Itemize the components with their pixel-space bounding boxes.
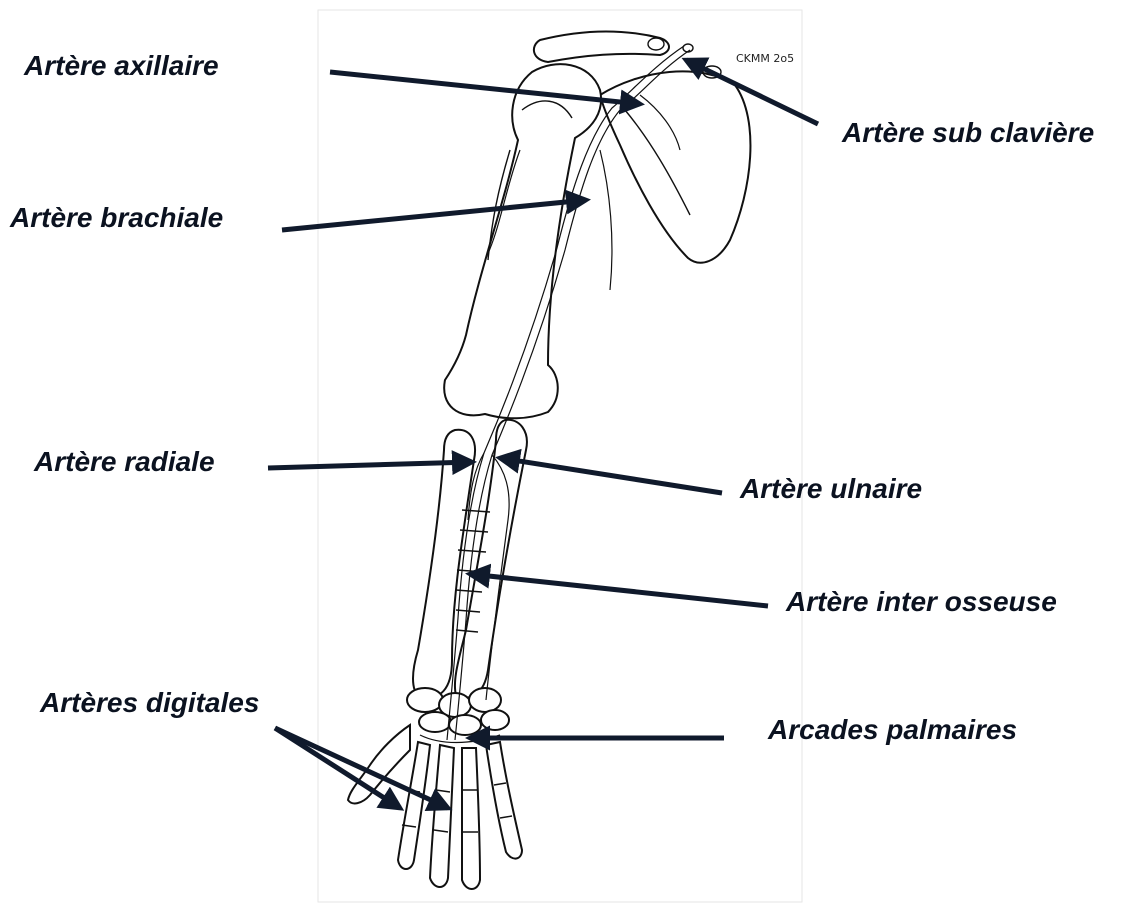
label-artere-sub-claviere: Artère sub clavière [842, 117, 1094, 149]
artist-signature: CKMM 2o5 [736, 52, 794, 65]
label-arteres-digitales: Artères digitales [40, 687, 259, 719]
label-arcades-palmaires: Arcades palmaires [768, 714, 1017, 746]
label-artere-brachiale: Artère brachiale [10, 202, 223, 234]
label-artere-inter-osseuse: Artère inter osseuse [786, 586, 1057, 618]
label-artere-radiale: Artère radiale [34, 446, 215, 478]
label-artere-axillaire: Artère axillaire [24, 50, 219, 82]
label-artere-ulnaire: Artère ulnaire [740, 473, 922, 505]
